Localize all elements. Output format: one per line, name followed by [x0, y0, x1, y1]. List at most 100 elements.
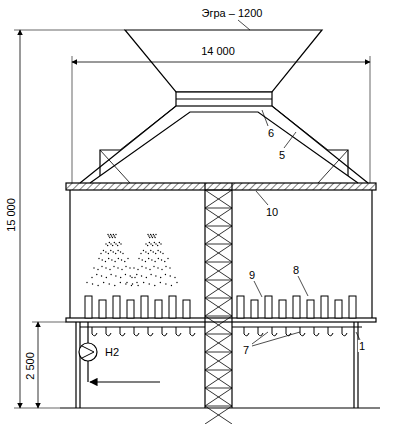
- lattice-brace: [205, 370, 232, 388]
- fill-element: [335, 300, 342, 318]
- spray-drop: [91, 277, 92, 278]
- spray-drop: [154, 235, 155, 236]
- spray-drop: [136, 274, 137, 275]
- nozzle: [162, 327, 167, 336]
- spray-drop: [160, 282, 161, 283]
- spray-drop: [110, 243, 111, 244]
- spray-drop: [174, 277, 175, 278]
- fill-element: [155, 300, 162, 318]
- spray-drop: [149, 283, 150, 284]
- spray-drop: [154, 237, 155, 238]
- lattice-brace: [205, 334, 232, 352]
- callout-number: 10: [265, 206, 279, 218]
- spray-drop: [153, 234, 154, 235]
- spray-drop: [119, 242, 120, 243]
- spray-drop: [149, 242, 150, 243]
- spray-drop: [153, 266, 154, 267]
- fill-element: [183, 300, 190, 318]
- spray-drop: [114, 235, 115, 236]
- spray-drop: [140, 253, 141, 254]
- spray-drop: [111, 259, 112, 260]
- callout-number: 8: [292, 264, 300, 276]
- spray-drop: [114, 261, 115, 262]
- spray-drop: [147, 234, 148, 235]
- spray-drop: [160, 277, 161, 278]
- spray-drop: [176, 282, 177, 283]
- nozzle: [286, 327, 291, 336]
- callout-number: 1: [358, 340, 366, 352]
- lattice-brace: [205, 406, 232, 424]
- nozzle: [148, 327, 153, 336]
- spray-drop: [109, 242, 110, 243]
- nozzle: [190, 327, 195, 336]
- spray-drop: [115, 253, 116, 254]
- spray-drop: [103, 250, 104, 251]
- spray-drop: [141, 275, 142, 276]
- spray-drop: [165, 274, 166, 275]
- spray-drop: [114, 237, 115, 238]
- spray-drop: [154, 285, 155, 286]
- pump-label: Н2: [104, 346, 120, 358]
- spray-drop: [154, 242, 155, 243]
- spray-drop: [146, 277, 147, 278]
- spray-drop: [103, 282, 104, 283]
- spray-drop: [160, 243, 161, 244]
- nozzle: [176, 327, 181, 336]
- spray-drop: [98, 258, 99, 259]
- spray-drop: [160, 251, 161, 252]
- fill-element: [279, 300, 286, 318]
- spray-drop: [164, 261, 165, 262]
- spray-drop: [158, 258, 159, 259]
- fill-element: [321, 296, 328, 318]
- fill-element: [141, 296, 148, 318]
- spray-drop: [125, 266, 126, 267]
- spray-drop: [133, 267, 134, 268]
- spray-drop: [137, 285, 138, 286]
- spray-drop: [96, 274, 97, 275]
- spray-drop: [152, 237, 153, 238]
- spray-drop: [115, 234, 116, 235]
- spray-drop: [112, 245, 113, 246]
- nozzle: [120, 327, 125, 336]
- spray-drop: [107, 234, 108, 235]
- lattice-brace: [205, 316, 232, 334]
- spray-drop: [142, 259, 143, 260]
- spray-drop: [134, 277, 135, 278]
- spray-drop: [138, 258, 139, 259]
- spray-drop: [154, 261, 155, 262]
- spray-drop: [86, 282, 87, 283]
- dimension: 15 000: [5, 197, 17, 233]
- spray-drop: [152, 245, 153, 246]
- spray-drop: [105, 267, 106, 268]
- spray-drop: [109, 283, 110, 284]
- spray-drop: [97, 285, 98, 286]
- spray-drop: [124, 261, 125, 262]
- spray-drop: [92, 283, 93, 284]
- nozzle: [244, 327, 249, 336]
- spray-drop: [137, 269, 138, 270]
- nozzle: [258, 327, 263, 336]
- spray-drop: [127, 258, 128, 259]
- spray-drop: [110, 250, 111, 251]
- lattice-brace: [205, 190, 232, 208]
- lattice-brace: [205, 262, 232, 280]
- lattice-brace: [205, 352, 232, 370]
- lattice-brace: [205, 208, 232, 226]
- fill-element: [85, 296, 92, 318]
- spray-drop: [151, 259, 152, 260]
- spray-drop: [109, 237, 110, 238]
- spray-drop: [132, 283, 133, 284]
- spray-drop: [151, 235, 152, 236]
- lattice-brace: [205, 280, 232, 298]
- spray-drop: [147, 245, 148, 246]
- spray-drop: [165, 266, 166, 267]
- spray-drop: [108, 253, 109, 254]
- spray-drop: [150, 234, 151, 235]
- spray-drop: [113, 251, 114, 252]
- spray-drop: [114, 242, 115, 243]
- fill-element: [237, 296, 244, 318]
- spray-drop: [114, 285, 115, 286]
- spray-drop: [105, 261, 106, 262]
